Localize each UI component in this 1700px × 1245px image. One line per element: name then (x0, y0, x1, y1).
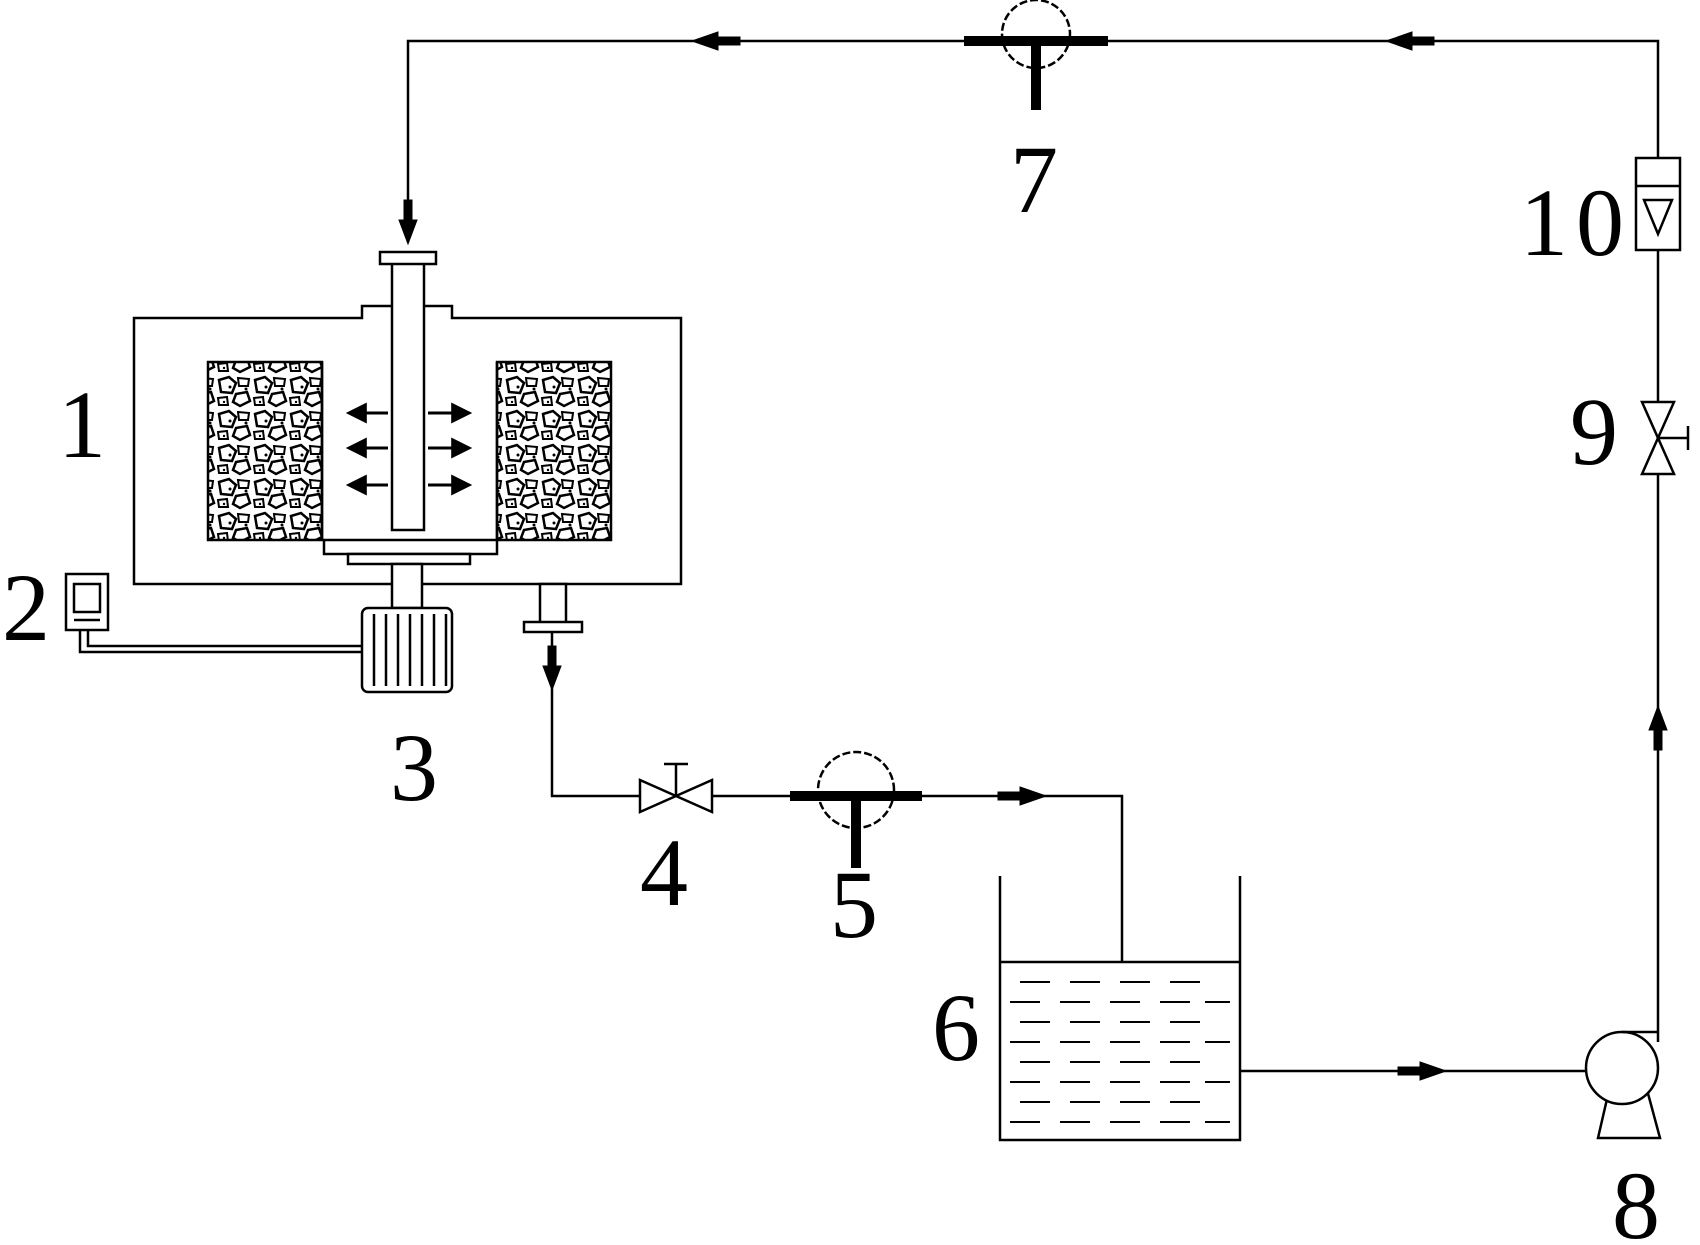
packing-left (206, 360, 324, 542)
pipe-outlet (550, 625, 640, 798)
motor-shaft (390, 562, 424, 610)
label-4: 4 (640, 819, 688, 926)
liquid-tank-icon (998, 876, 1242, 1142)
controller-cable (78, 630, 362, 654)
pressure-gauge-top-icon (964, 0, 1108, 110)
label-3: 3 (390, 714, 438, 821)
flow-arrows (398, 31, 1668, 1081)
label-2: 2 (2, 554, 50, 661)
pump-icon (1584, 1030, 1662, 1140)
liquid-level-lines (1010, 981, 1230, 1123)
label-10: 10 (1520, 169, 1632, 276)
reactor-chamber (132, 250, 683, 634)
label-8: 8 (1612, 1152, 1660, 1245)
label-1: 1 (58, 371, 106, 478)
flow-arrow-right-pump (1419, 1061, 1448, 1081)
flow-arrow-top-right (1384, 31, 1413, 51)
label-5: 5 (830, 851, 878, 958)
central-pipe (390, 260, 426, 532)
outlet-nozzle (538, 582, 568, 626)
label-7: 7 (1010, 126, 1058, 233)
rotameter-icon (1634, 156, 1682, 252)
pipe-top-left (406, 39, 1020, 235)
flow-arrow-right-tank (1019, 786, 1048, 806)
bottom-plate (322, 538, 499, 556)
packing-right (495, 360, 613, 542)
component-labels: 1 2 3 4 5 6 7 8 9 10 (2, 126, 1660, 1245)
pressure-gauge-icon (790, 750, 922, 868)
radial-flow-arrows (345, 402, 473, 496)
flow-arrow-down-inlet (398, 219, 418, 246)
flow-arrow-down-outlet (542, 665, 562, 692)
pipe-to-tank (922, 794, 1124, 962)
pipe-flange-top (378, 250, 438, 266)
flow-arrow-top-left (690, 31, 719, 51)
pipe-top-right (1090, 39, 1660, 158)
flow-arrow-up-right (1648, 704, 1668, 731)
motor-icon (360, 606, 454, 694)
label-6: 6 (932, 974, 980, 1081)
valve-vertical-icon (1640, 400, 1690, 476)
label-9: 9 (1570, 378, 1618, 485)
control-box-icon (64, 572, 362, 654)
valve-icon (638, 762, 714, 814)
